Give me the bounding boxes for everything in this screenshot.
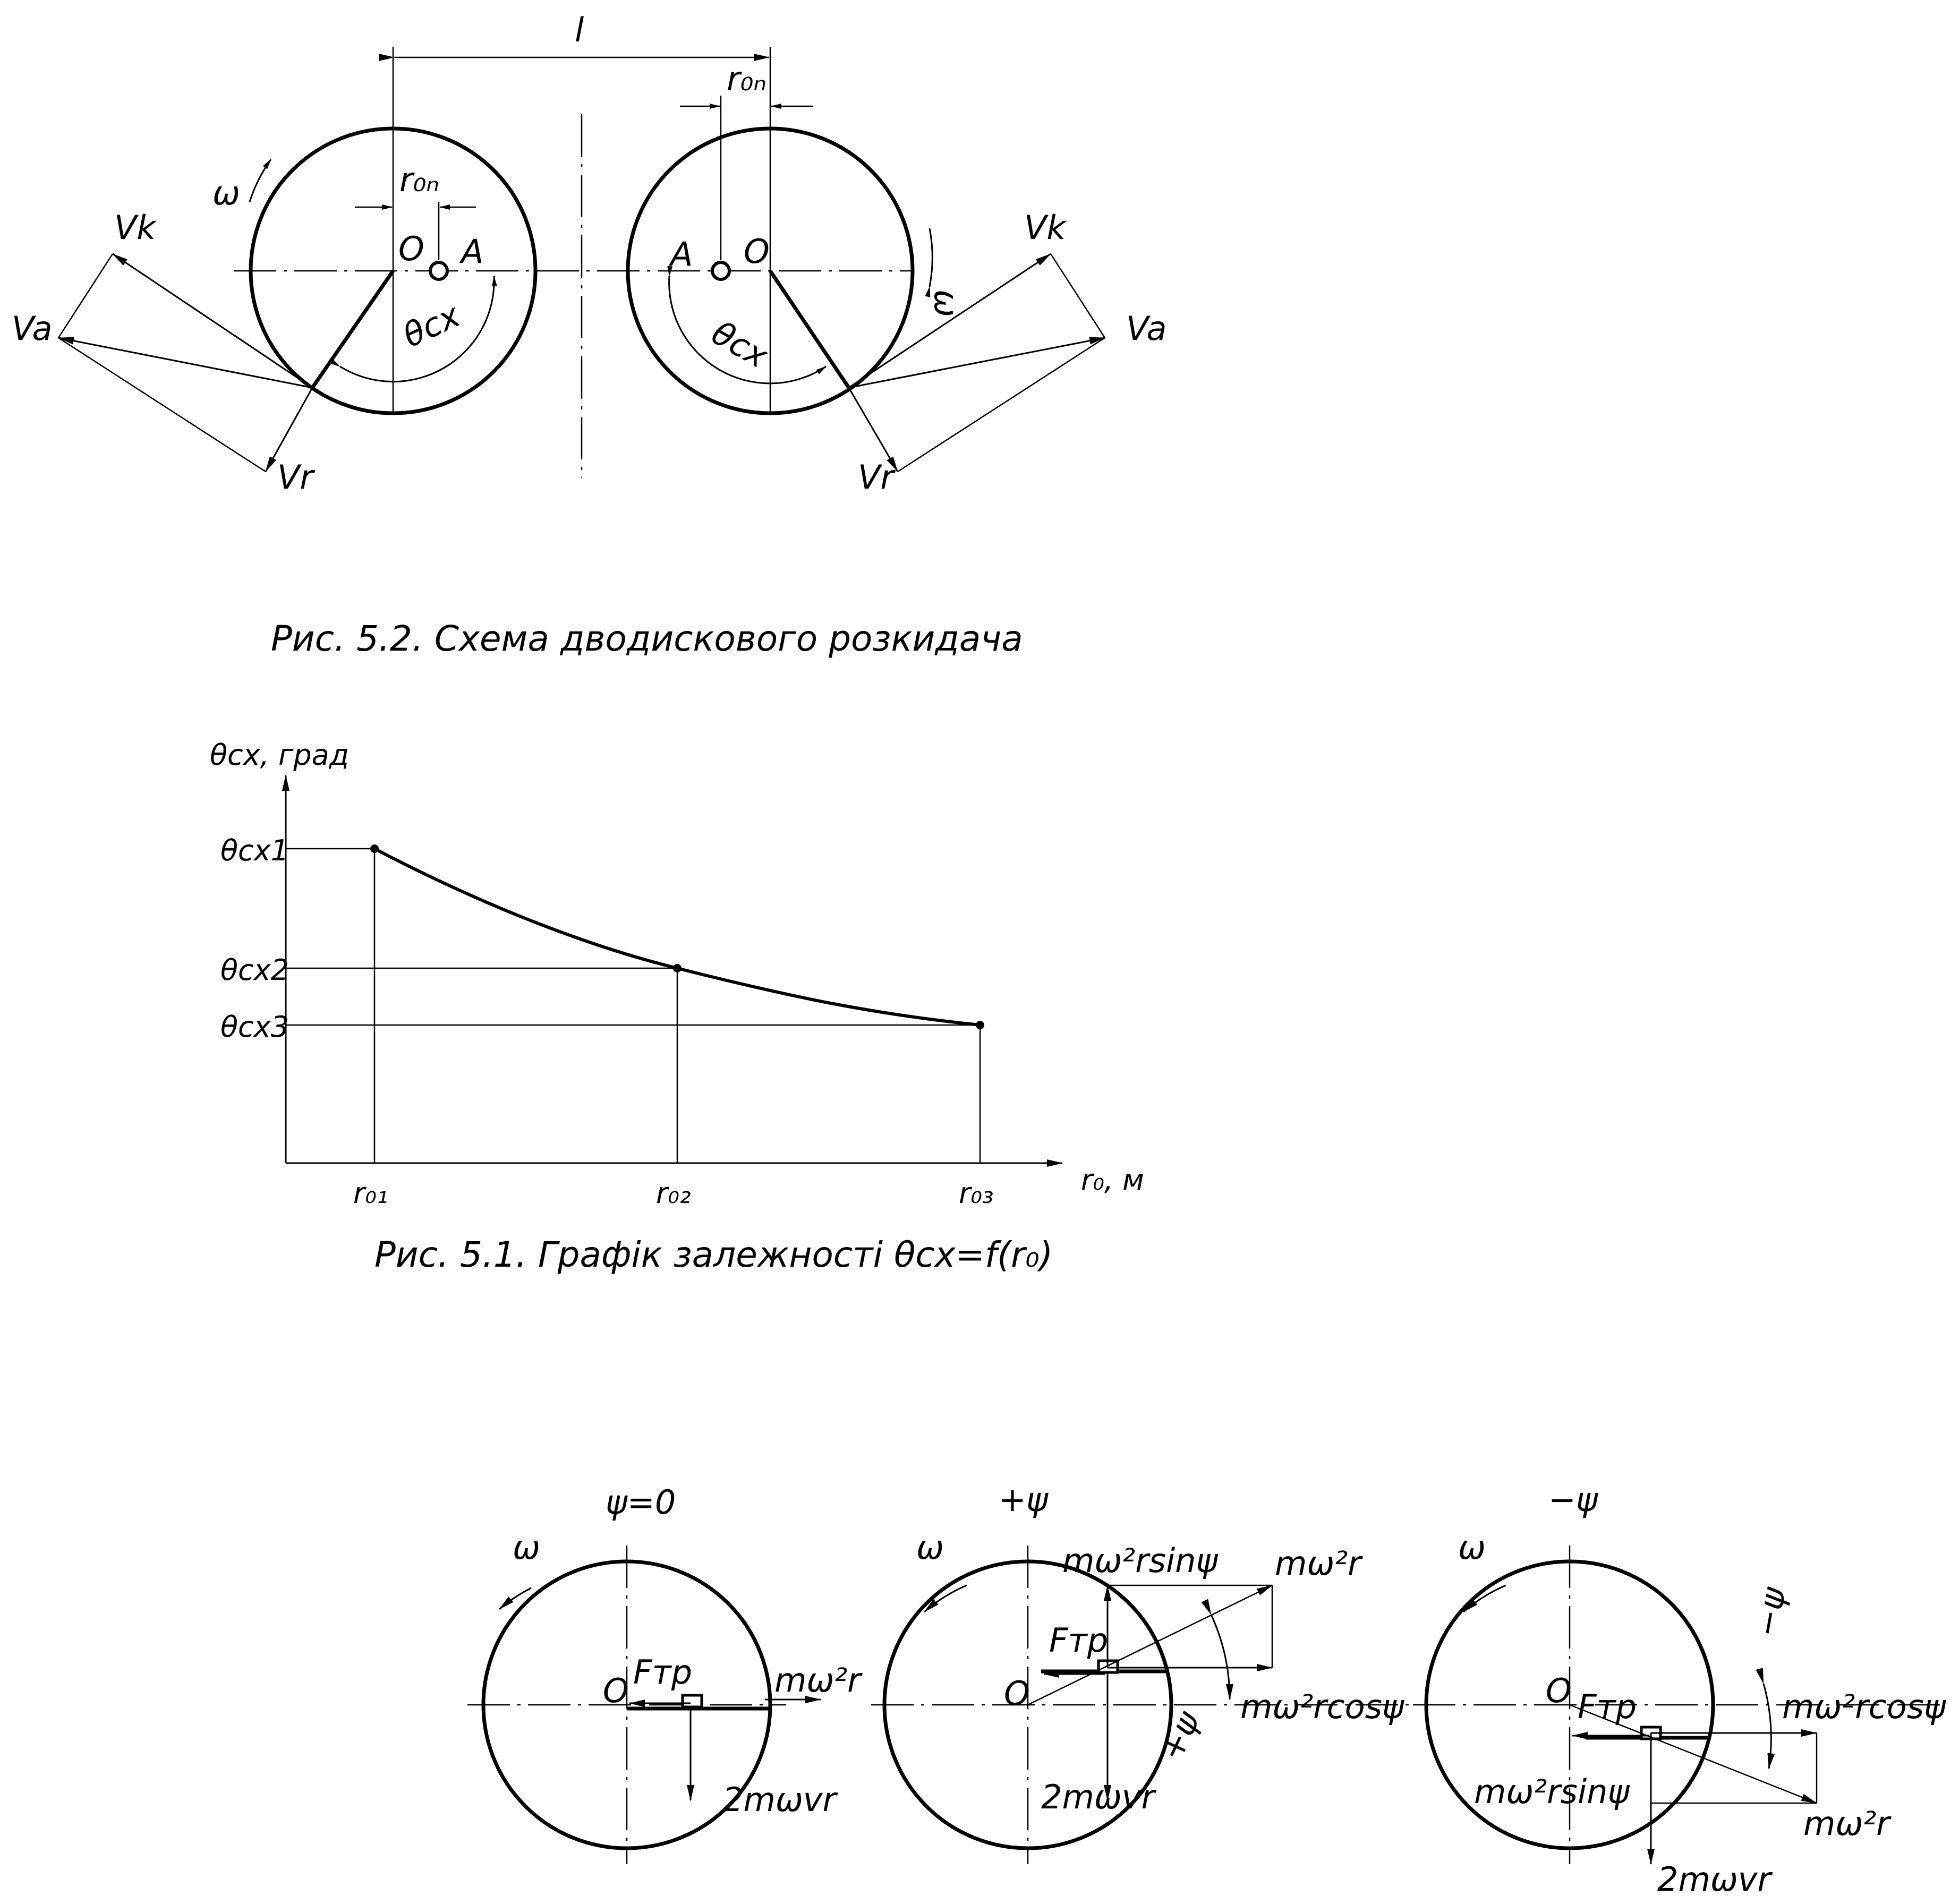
panel1-omega-label: ω bbox=[513, 1528, 540, 1567]
left-Vr-vector bbox=[265, 387, 313, 472]
left-Vk-vector bbox=[112, 253, 313, 389]
chart-marks: r₀₁ θcx1 r₀₂ θcx2 r₀₃ θcx3 bbox=[220, 834, 994, 1210]
right-center-O: O bbox=[744, 232, 770, 271]
panel3-omega-arrow bbox=[1463, 1584, 1506, 1613]
panel3-title: −ψ bbox=[1548, 1480, 1598, 1519]
left-point-A: A bbox=[459, 232, 483, 271]
left-feed-point-A bbox=[429, 261, 449, 281]
left-Va-vector bbox=[58, 337, 313, 389]
left-theta-label: θcx bbox=[397, 295, 466, 355]
panel1-omega-arrow bbox=[499, 1587, 532, 1610]
x-tick-label-3: r₀₃ bbox=[959, 1176, 994, 1210]
panel1-centrifugal-label: mω²r bbox=[774, 1661, 863, 1700]
theta-vs-r0-chart: θcx, град r₀, м r₀₁ θcx1 r₀₂ θcx2 r₀₃ θcx3 Ри… bbox=[210, 738, 1144, 1275]
left-theta-arc bbox=[330, 276, 497, 383]
panel2-cos-label: mω²rcosψ bbox=[1240, 1687, 1404, 1726]
x-axis-label: r₀, м bbox=[1081, 1163, 1144, 1197]
panel3-center-O: O bbox=[1546, 1671, 1572, 1710]
panel2-center-O: O bbox=[1004, 1674, 1030, 1713]
right-theta-arc bbox=[667, 266, 827, 385]
y-tick-label-3: θcx3 bbox=[220, 1010, 289, 1044]
left-omega-label: ω bbox=[212, 174, 240, 212]
left-Vr-label: Vr bbox=[277, 458, 315, 497]
left-Va-label: Va bbox=[12, 309, 52, 348]
force-diagram-psi-zero: ψ=0 ω O Fтр mω²r 2mωvr bbox=[467, 1483, 863, 1864]
force-diagram-psi-negative: −ψ ω O Fтр −ψ mω²rcosψ mω²rsinψ mω²r 2mω… bbox=[1413, 1480, 1946, 1899]
right-Vk-label: Vk bbox=[1024, 208, 1067, 247]
panel2-omega-arrow bbox=[924, 1584, 967, 1613]
panel3-angle-label: −ψ bbox=[1747, 1584, 1793, 1640]
right-Va-vector bbox=[848, 337, 1105, 389]
panel2-omega-label: ω bbox=[916, 1528, 944, 1567]
y-tick-label-1: θcx1 bbox=[220, 834, 289, 867]
panel1-center-O: O bbox=[603, 1671, 629, 1710]
panel2-angle-arc bbox=[1201, 1599, 1234, 1700]
left-r0n-label: r₀ₙ bbox=[399, 160, 439, 199]
panel3-centrifugal-label: mω²r bbox=[1803, 1804, 1892, 1843]
left-omega-arrow bbox=[249, 159, 272, 202]
right-Vr-label: Vr bbox=[858, 458, 896, 497]
panel3-cos-label: mω²rcosψ bbox=[1782, 1687, 1946, 1726]
right-omega-label: ω bbox=[927, 289, 966, 317]
right-r0n-label: r₀ₙ bbox=[727, 59, 766, 98]
panel2-sin-label: mω²rsinψ bbox=[1062, 1541, 1218, 1580]
right-feed-point-A bbox=[711, 261, 731, 281]
right-Va-label: Va bbox=[1126, 309, 1166, 348]
left-triangle-side-2 bbox=[58, 337, 266, 473]
x-tick-label-2: r₀₂ bbox=[656, 1176, 691, 1210]
left-disc bbox=[249, 126, 538, 415]
right-triangle-side-2 bbox=[897, 337, 1105, 473]
panel2-centrifugal-label: mω²r bbox=[1275, 1544, 1363, 1583]
panel1-title: ψ=0 bbox=[606, 1483, 676, 1522]
right-Vk-vector bbox=[848, 253, 1051, 389]
right-Vr-vector bbox=[848, 387, 899, 472]
panel1-particle bbox=[681, 1694, 703, 1709]
two-disc-spreader-diagram: l r₀ₙ O A θcx ω Vk Va Vr r₀ₙ O bbox=[12, 11, 1166, 659]
panel2-friction-label: Fтр bbox=[1049, 1621, 1108, 1660]
figure-5-1-caption: Рис. 5.1. Графік залежності θcx=f(r₀) bbox=[374, 1234, 1053, 1275]
right-omega-arrow bbox=[925, 228, 933, 297]
panel2-coriolis-label: 2mωvr bbox=[1041, 1778, 1156, 1816]
x-tick-label-1: r₀₁ bbox=[353, 1176, 388, 1210]
right-triangle-side-1 bbox=[1050, 253, 1106, 338]
y-axis-label: θcx, град bbox=[210, 738, 349, 772]
series-curve bbox=[373, 847, 981, 1027]
panel3-centrifugal-arrow bbox=[1569, 1704, 1817, 1804]
figure-5-2-caption: Рис. 5.2. Схема дводискового розкидача bbox=[271, 618, 1023, 659]
left-disc-vane bbox=[311, 270, 395, 389]
panel3-angle-arc bbox=[1756, 1668, 1775, 1769]
right-disc-vane bbox=[769, 270, 850, 389]
panel1-coriolis-label: 2mωvr bbox=[722, 1780, 838, 1819]
panel3-sin-label: mω²rsinψ bbox=[1474, 1772, 1630, 1811]
panel3-friction-label: Fтр bbox=[1578, 1687, 1637, 1726]
right-disc bbox=[626, 126, 915, 415]
left-center-O: O bbox=[398, 229, 424, 268]
force-diagram-psi-positive: +ψ ω O Fтр mω²rsinψ mω²r mω²rcosψ +ψ 2mω… bbox=[871, 1480, 1413, 1864]
panel3-coriolis-label: 2mωvr bbox=[1657, 1860, 1773, 1899]
panel2-title: +ψ bbox=[999, 1480, 1049, 1519]
dimension-label-l: l bbox=[575, 11, 584, 49]
y-tick-label-2: θcx2 bbox=[220, 953, 289, 987]
panel1-friction-label: Fтр bbox=[633, 1653, 692, 1692]
left-Vk-label: Vk bbox=[114, 208, 157, 247]
right-point-A: A bbox=[668, 235, 693, 274]
left-triangle-side-1 bbox=[57, 253, 114, 338]
panel3-omega-label: ω bbox=[1458, 1528, 1486, 1567]
